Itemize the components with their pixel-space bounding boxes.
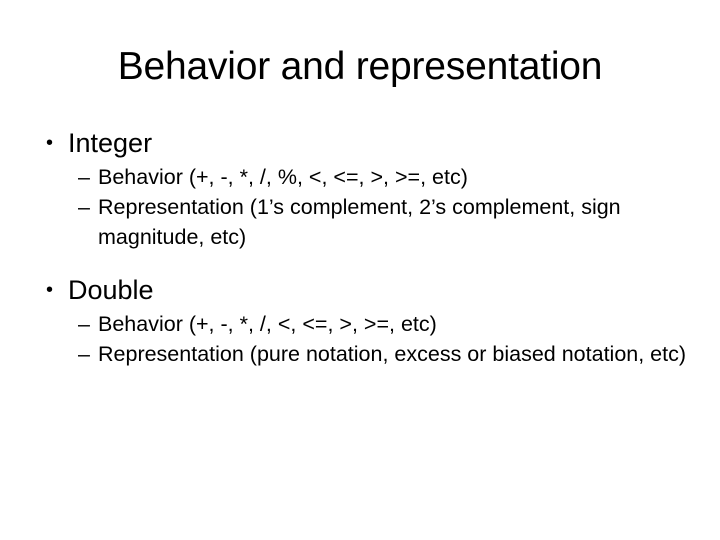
page-title: Behavior and representation (117, 45, 603, 88)
slide-body: • Integer – Behavior (+, -, *, /, %, <, … (36, 126, 696, 369)
bullet-dot-icon: • (46, 279, 54, 301)
bullet-label-double: Double (68, 275, 154, 305)
bullet-dot-icon: • (46, 132, 54, 154)
sub-bullet-label-double-representation: Representation (pure notation, excess or… (98, 342, 687, 366)
section-spacer (36, 252, 696, 273)
bullet-item-double: • Double (36, 273, 696, 307)
sub-bullet-label-integer-representation: Representation (1’s complement, 2’s comp… (98, 195, 621, 249)
bullet-label-integer: Integer (68, 128, 153, 158)
sub-bullet-double-behavior: – Behavior (+, -, *, /, <, <=, >, >=, et… (36, 309, 696, 339)
dash-bullet-icon: – (78, 342, 90, 366)
bullet-item-integer: • Integer (36, 126, 696, 160)
sub-bullet-integer-representation: – Representation (1’s complement, 2’s co… (36, 192, 696, 252)
dash-bullet-icon: – (78, 195, 90, 219)
dash-bullet-icon: – (78, 312, 90, 336)
sub-bullet-double-representation: – Representation (pure notation, excess … (36, 339, 696, 369)
sub-bullet-integer-behavior: – Behavior (+, -, *, /, %, <, <=, >, >=,… (36, 162, 696, 192)
sub-bullet-label-integer-behavior: Behavior (+, -, *, /, %, <, <=, >, >=, e… (98, 165, 468, 189)
dash-bullet-icon: – (78, 165, 90, 189)
sub-bullet-label-double-behavior: Behavior (+, -, *, /, <, <=, >, >=, etc) (98, 312, 437, 336)
